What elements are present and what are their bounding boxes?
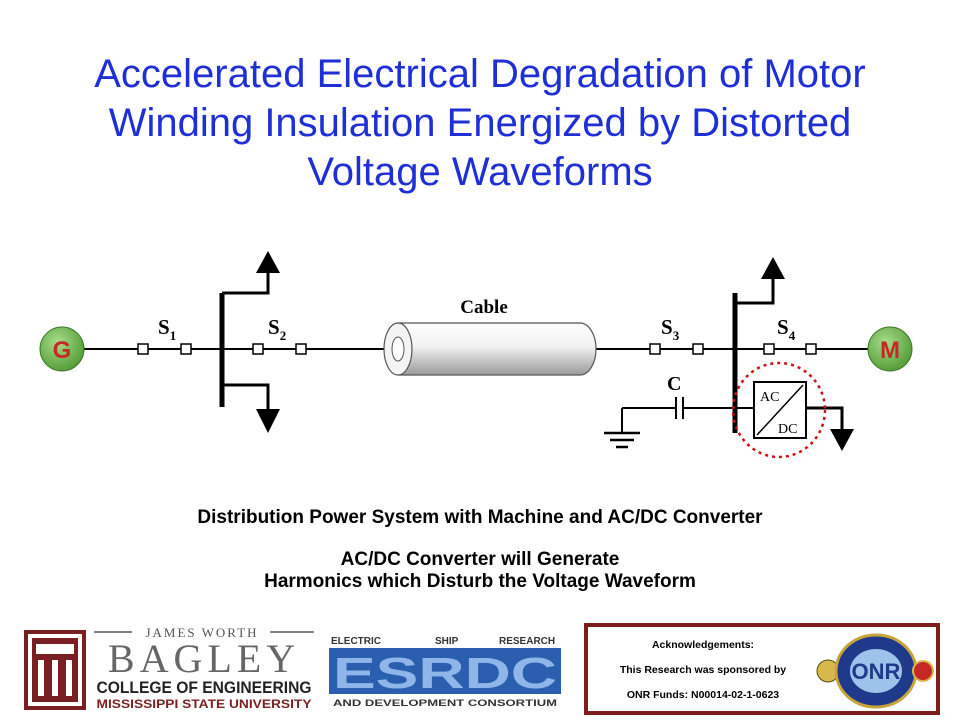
esrdc-bottom: AND DEVELOPMENT CONSORTIUM (333, 698, 557, 708)
ack-line-1: Acknowledgements: (651, 639, 755, 651)
bagley-college-logo: JAMES WORTH BAGLEY COLLEGE OF ENGINEERIN… (24, 625, 314, 711)
building-icon (24, 630, 86, 710)
title-line-1: Accelerated Electrical Degradation of Mo… (94, 52, 866, 96)
generator-node (39, 326, 85, 372)
esrdc-top-mid: SHIP (435, 636, 459, 647)
bagley-college-text: COLLEGE OF ENGINEERING (97, 678, 312, 697)
esrdc-logo: ELECTRIC SHIP RESEARCH ESRDC AND DEVELOP… (329, 636, 561, 708)
down-arrow-icon (830, 429, 854, 451)
down-arrow-icon (256, 409, 280, 433)
ack-line-3: ONR Funds: N00014-02-1-0623 (626, 689, 780, 701)
harmonics-caption-line-2: Harmonics which Disturb the Voltage Wave… (264, 571, 696, 592)
page-title: Accelerated Electrical Degradation of Mo… (40, 50, 920, 197)
cable-icon (383, 322, 597, 376)
switch-s1 (137, 343, 192, 355)
switch-s2-label: S2 (268, 315, 286, 343)
esrdc-top-left: ELECTRIC (331, 636, 381, 647)
ground-icon (604, 431, 640, 449)
switch-s4-label: S4 (777, 315, 796, 343)
motor-label: M (880, 337, 900, 364)
up-arrow-icon (761, 257, 785, 279)
acknowledgement-text: Acknowledgements: This Research was spon… (598, 633, 808, 708)
converter-ac-label: AC (760, 390, 779, 405)
right-bus-up-branch (735, 275, 775, 305)
bagley-top-text: JAMES WORTH (145, 625, 258, 640)
switch-s3-label: S3 (661, 315, 680, 343)
power-system-diagram: G M S1 S2 Cable S3 S4 C (39, 251, 913, 459)
title-line-2: Winding Insulation Energized by Distorte… (108, 101, 852, 145)
bagley-university-text: MISSISSIPPI STATE UNIVERSITY (97, 699, 312, 711)
converter-dc-label: DC (778, 422, 797, 437)
ack-line-2: This Research was sponsored by (619, 664, 787, 676)
up-arrow-icon (256, 251, 280, 273)
esrdc-name: ESRDC (333, 649, 557, 698)
converter-output (806, 406, 844, 431)
esrdc-top-right: RESEARCH (499, 636, 555, 647)
marine-seal-icon (912, 660, 934, 682)
diagram-caption: Distribution Power System with Machine a… (197, 507, 763, 528)
left-bus-down-branch (222, 383, 270, 411)
cable-label: Cable (460, 297, 508, 318)
footer-logos: JAMES WORTH BAGLEY COLLEGE OF ENGINEERIN… (0, 620, 960, 720)
onr-logo: ONR (816, 633, 934, 709)
capacitor-label: C (667, 373, 681, 395)
generator-label: G (53, 337, 72, 364)
ac-dc-converter: AC DC (753, 381, 807, 439)
left-bus-up-branch (222, 270, 270, 295)
switch-s4 (763, 343, 817, 355)
onr-text: ONR (852, 659, 901, 684)
harmonics-caption-line-1: AC/DC Converter will Generate (340, 549, 620, 570)
switch-s1-label: S1 (158, 315, 176, 343)
title-line-3: Voltage Waveforms (307, 150, 653, 194)
motor-node (867, 326, 913, 372)
harmonics-caption: AC/DC Converter will Generate Harmonics … (0, 549, 960, 593)
acknowledgement-box: Acknowledgements: This Research was spon… (584, 623, 940, 715)
switch-s3 (649, 343, 704, 355)
bagley-name: BAGLEY (108, 636, 300, 681)
converter-highlight-circle (731, 361, 827, 459)
switch-s2 (252, 343, 307, 355)
